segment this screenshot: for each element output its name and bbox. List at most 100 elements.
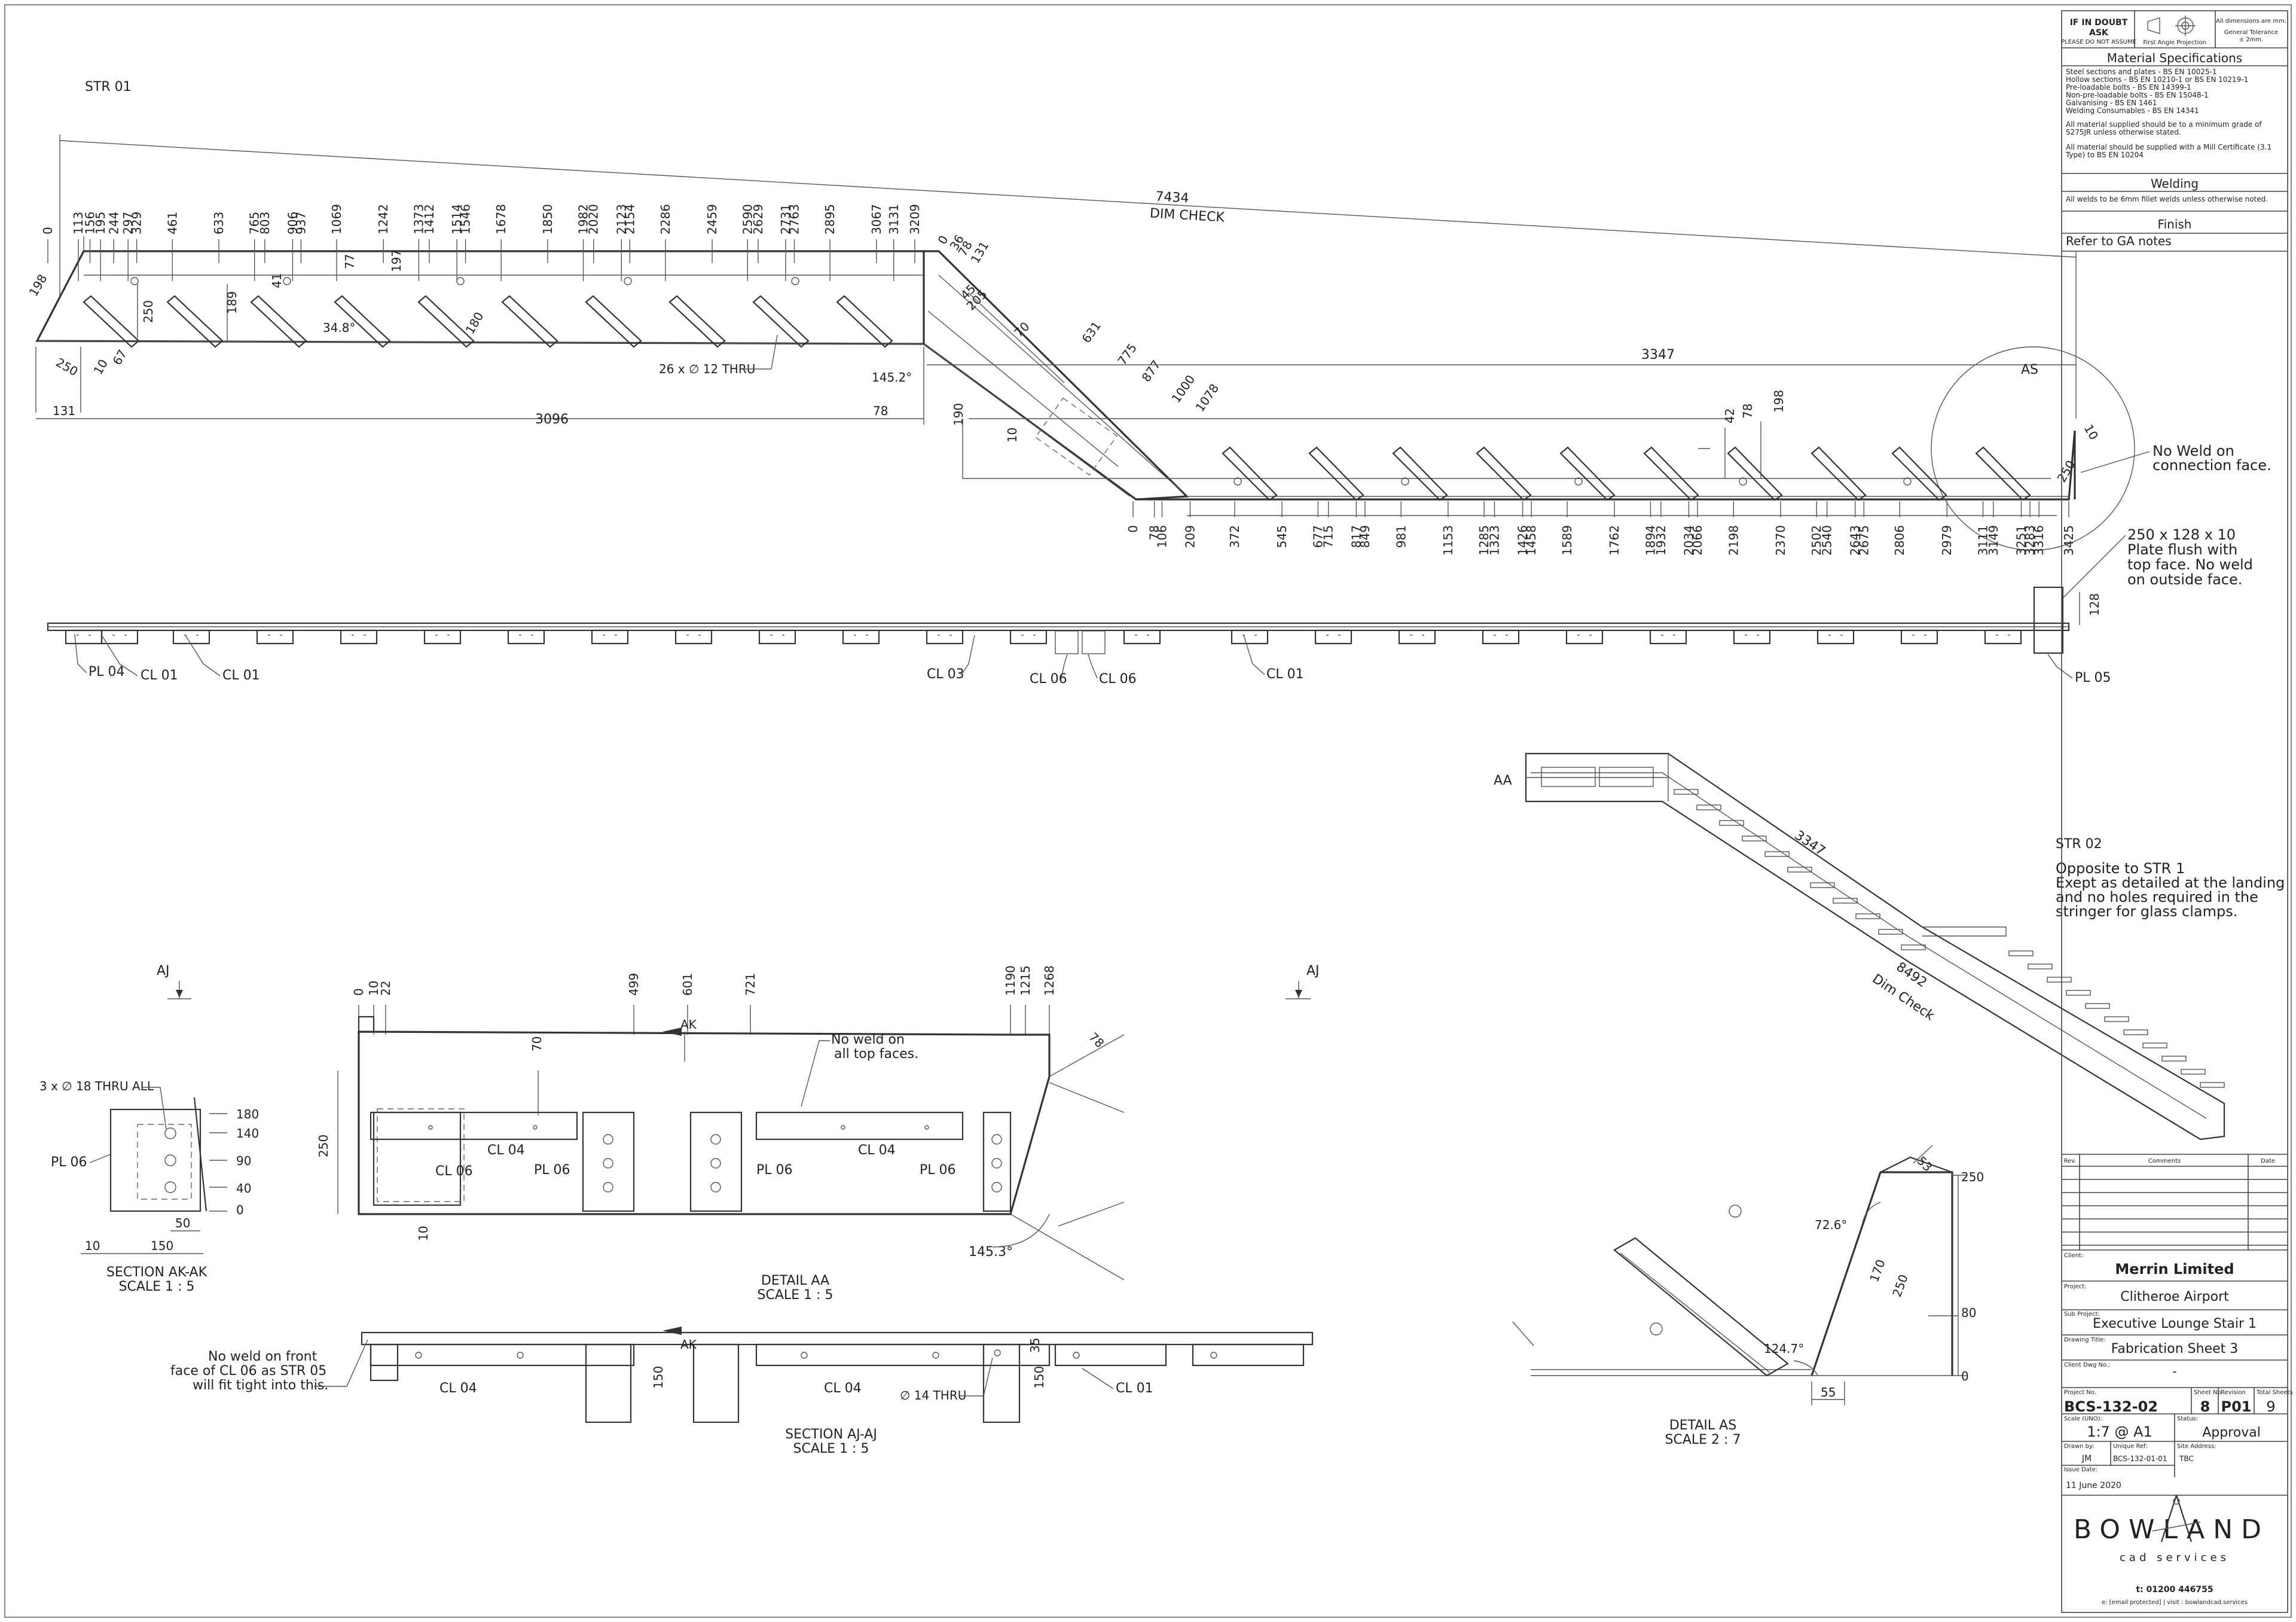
- dim-198b: 198: [1772, 390, 1786, 413]
- str02-note: STR 02 Opposite to STR 1 Exept as detail…: [2056, 837, 2285, 920]
- as-dim-250a: 250: [1961, 1170, 1984, 1184]
- aa-dim-78: 78: [1086, 1030, 1107, 1051]
- aa-plate-holes: [428, 1125, 1002, 1193]
- if-in-doubt: IF IN DOUBT: [2070, 18, 2128, 28]
- as-dim-55: 55: [1821, 1385, 1836, 1400]
- as-dim-250b: 250: [1889, 1273, 1911, 1299]
- iso-tread: [1855, 913, 1880, 919]
- tread: [250, 295, 307, 348]
- lower-ordinate-label: 1323: [1488, 525, 1502, 556]
- bolt-hole: [1574, 477, 1583, 486]
- aj-pl06-a: [585, 1343, 632, 1423]
- material-heading: Material Specifications: [2107, 51, 2242, 65]
- label-pl05: PL 05: [2075, 670, 2111, 685]
- as-plate-outline: [1810, 1171, 1953, 1376]
- bolt-hole: [456, 277, 465, 285]
- dim-145-2: 145.2°: [872, 370, 912, 385]
- aj-no-weld-3: will fit tight into this.: [193, 1378, 328, 1393]
- dim-198: 198: [26, 272, 50, 298]
- tread: [83, 295, 140, 348]
- client-dwg-label: Client Dwg No.:: [2064, 1362, 2111, 1368]
- label-cl03: CL 03: [927, 667, 964, 682]
- upper-bolt-holes: [130, 277, 799, 285]
- upper-ordinate-label: 329: [130, 212, 144, 234]
- upper-treads: [83, 295, 893, 348]
- bolt-hole: [283, 277, 291, 285]
- title-block: IF IN DOUBT ASK PLEASE DO NOT ASSUME Fir…: [2061, 10, 2293, 1613]
- lower-ordinate-label: 2370: [1773, 525, 1788, 556]
- upper-ordinate-label: 1514: [450, 204, 464, 234]
- welding-heading: Welding: [2151, 176, 2199, 191]
- upper-ordinate-label: 765: [248, 212, 262, 234]
- plate-hole: [991, 1134, 1002, 1145]
- iso-stringer-outline: [1525, 752, 2225, 1141]
- dim-70: 70: [1012, 319, 1033, 340]
- lower-bolt-holes: [1234, 477, 1912, 486]
- str02-line3: and no holes required in the: [2056, 889, 2258, 905]
- plate-hole: [710, 1158, 721, 1169]
- bolt-hole: [1739, 477, 1747, 486]
- tread: [1476, 446, 1532, 501]
- lower-ordinate-label: 817: [1349, 525, 1363, 548]
- iso-tread: [2008, 950, 2034, 956]
- iso-tread: [2181, 1069, 2206, 1075]
- ak-plate: [109, 1108, 201, 1212]
- lower-ordinate-label: 1589: [1560, 525, 1574, 556]
- aj-hole: [932, 1352, 939, 1359]
- iso-tread: [1901, 944, 1926, 950]
- dim-10a: 10: [91, 356, 111, 377]
- aj-ak: AK: [680, 1337, 697, 1352]
- lower-ordinate-label: 3149: [1986, 525, 2001, 556]
- total-sheets: 9: [2266, 1398, 2275, 1415]
- sheet-border: [4, 4, 2292, 1618]
- aj-cl04a: CL 04: [439, 1381, 477, 1396]
- dim-42: 42: [1723, 408, 1737, 423]
- upper-ordinate-label: 461: [165, 212, 179, 234]
- aa-no-weld-2: all top faces.: [834, 1047, 918, 1062]
- aa-scale: SCALE 1 : 5: [758, 1288, 833, 1303]
- finish-heading: Finish: [2158, 217, 2192, 231]
- company-phone: t: 01200 446755: [2136, 1585, 2213, 1594]
- aj-cl01: CL 01: [1116, 1381, 1153, 1396]
- aj-hole: [1073, 1352, 1080, 1359]
- glass-clamp: [591, 629, 629, 645]
- rev-header: Rev.: [2064, 1158, 2077, 1164]
- glass-clamp: [1984, 629, 2022, 645]
- dim-77: 77: [343, 254, 357, 269]
- label-pl04: PL 04: [88, 664, 125, 679]
- upper-flight-stringer: [35, 250, 925, 345]
- dim-3347: 3347: [1641, 347, 1675, 362]
- issue-date: 11 June 2020: [2066, 1481, 2121, 1490]
- glass-clamp: [1816, 629, 1855, 645]
- aa-ordinate-label: 601: [680, 973, 695, 996]
- please-do-not-assume: PLEASE DO NOT ASSUME: [2061, 39, 2136, 45]
- aa-cl06: CL 06: [435, 1164, 473, 1179]
- tread: [1392, 446, 1448, 501]
- company-name: BOWLAND: [2074, 1514, 2270, 1545]
- dim-128: 128: [2087, 593, 2102, 616]
- lower-treads: [1222, 446, 2031, 501]
- iso-tread: [2123, 1029, 2148, 1035]
- project-no: BCS-132-02: [2064, 1398, 2158, 1415]
- dim-AS: AS: [2021, 362, 2038, 377]
- glass-clamp: [1314, 629, 1352, 645]
- drawing-title-label: Drawing Title:: [2064, 1337, 2106, 1343]
- upper-ordinate-label: 2123: [614, 204, 628, 234]
- ask: ASK: [2089, 28, 2109, 38]
- iso-tread: [1878, 929, 1903, 935]
- upper-ordinate-label: 633: [212, 212, 226, 234]
- glass-clamp: [1482, 629, 1520, 645]
- company-contact: e: [email protected] | visit : bowlandca…: [2102, 1599, 2248, 1606]
- pl05-plate: [2033, 586, 2064, 654]
- clamp-hole: [428, 1125, 433, 1130]
- iso-tread: [1833, 898, 1858, 904]
- ak-pl06: PL 06: [51, 1155, 87, 1170]
- upper-ordinate-label: 1242: [376, 204, 390, 234]
- isometric-view: AA 3347 8492 Dim Check: [1494, 752, 2225, 1141]
- diag-tread-line: [927, 310, 994, 365]
- aa-pl06a: PL 06: [534, 1163, 570, 1178]
- ak-title: SECTION AK-AK: [106, 1265, 207, 1280]
- iso-tread: [1742, 836, 1767, 842]
